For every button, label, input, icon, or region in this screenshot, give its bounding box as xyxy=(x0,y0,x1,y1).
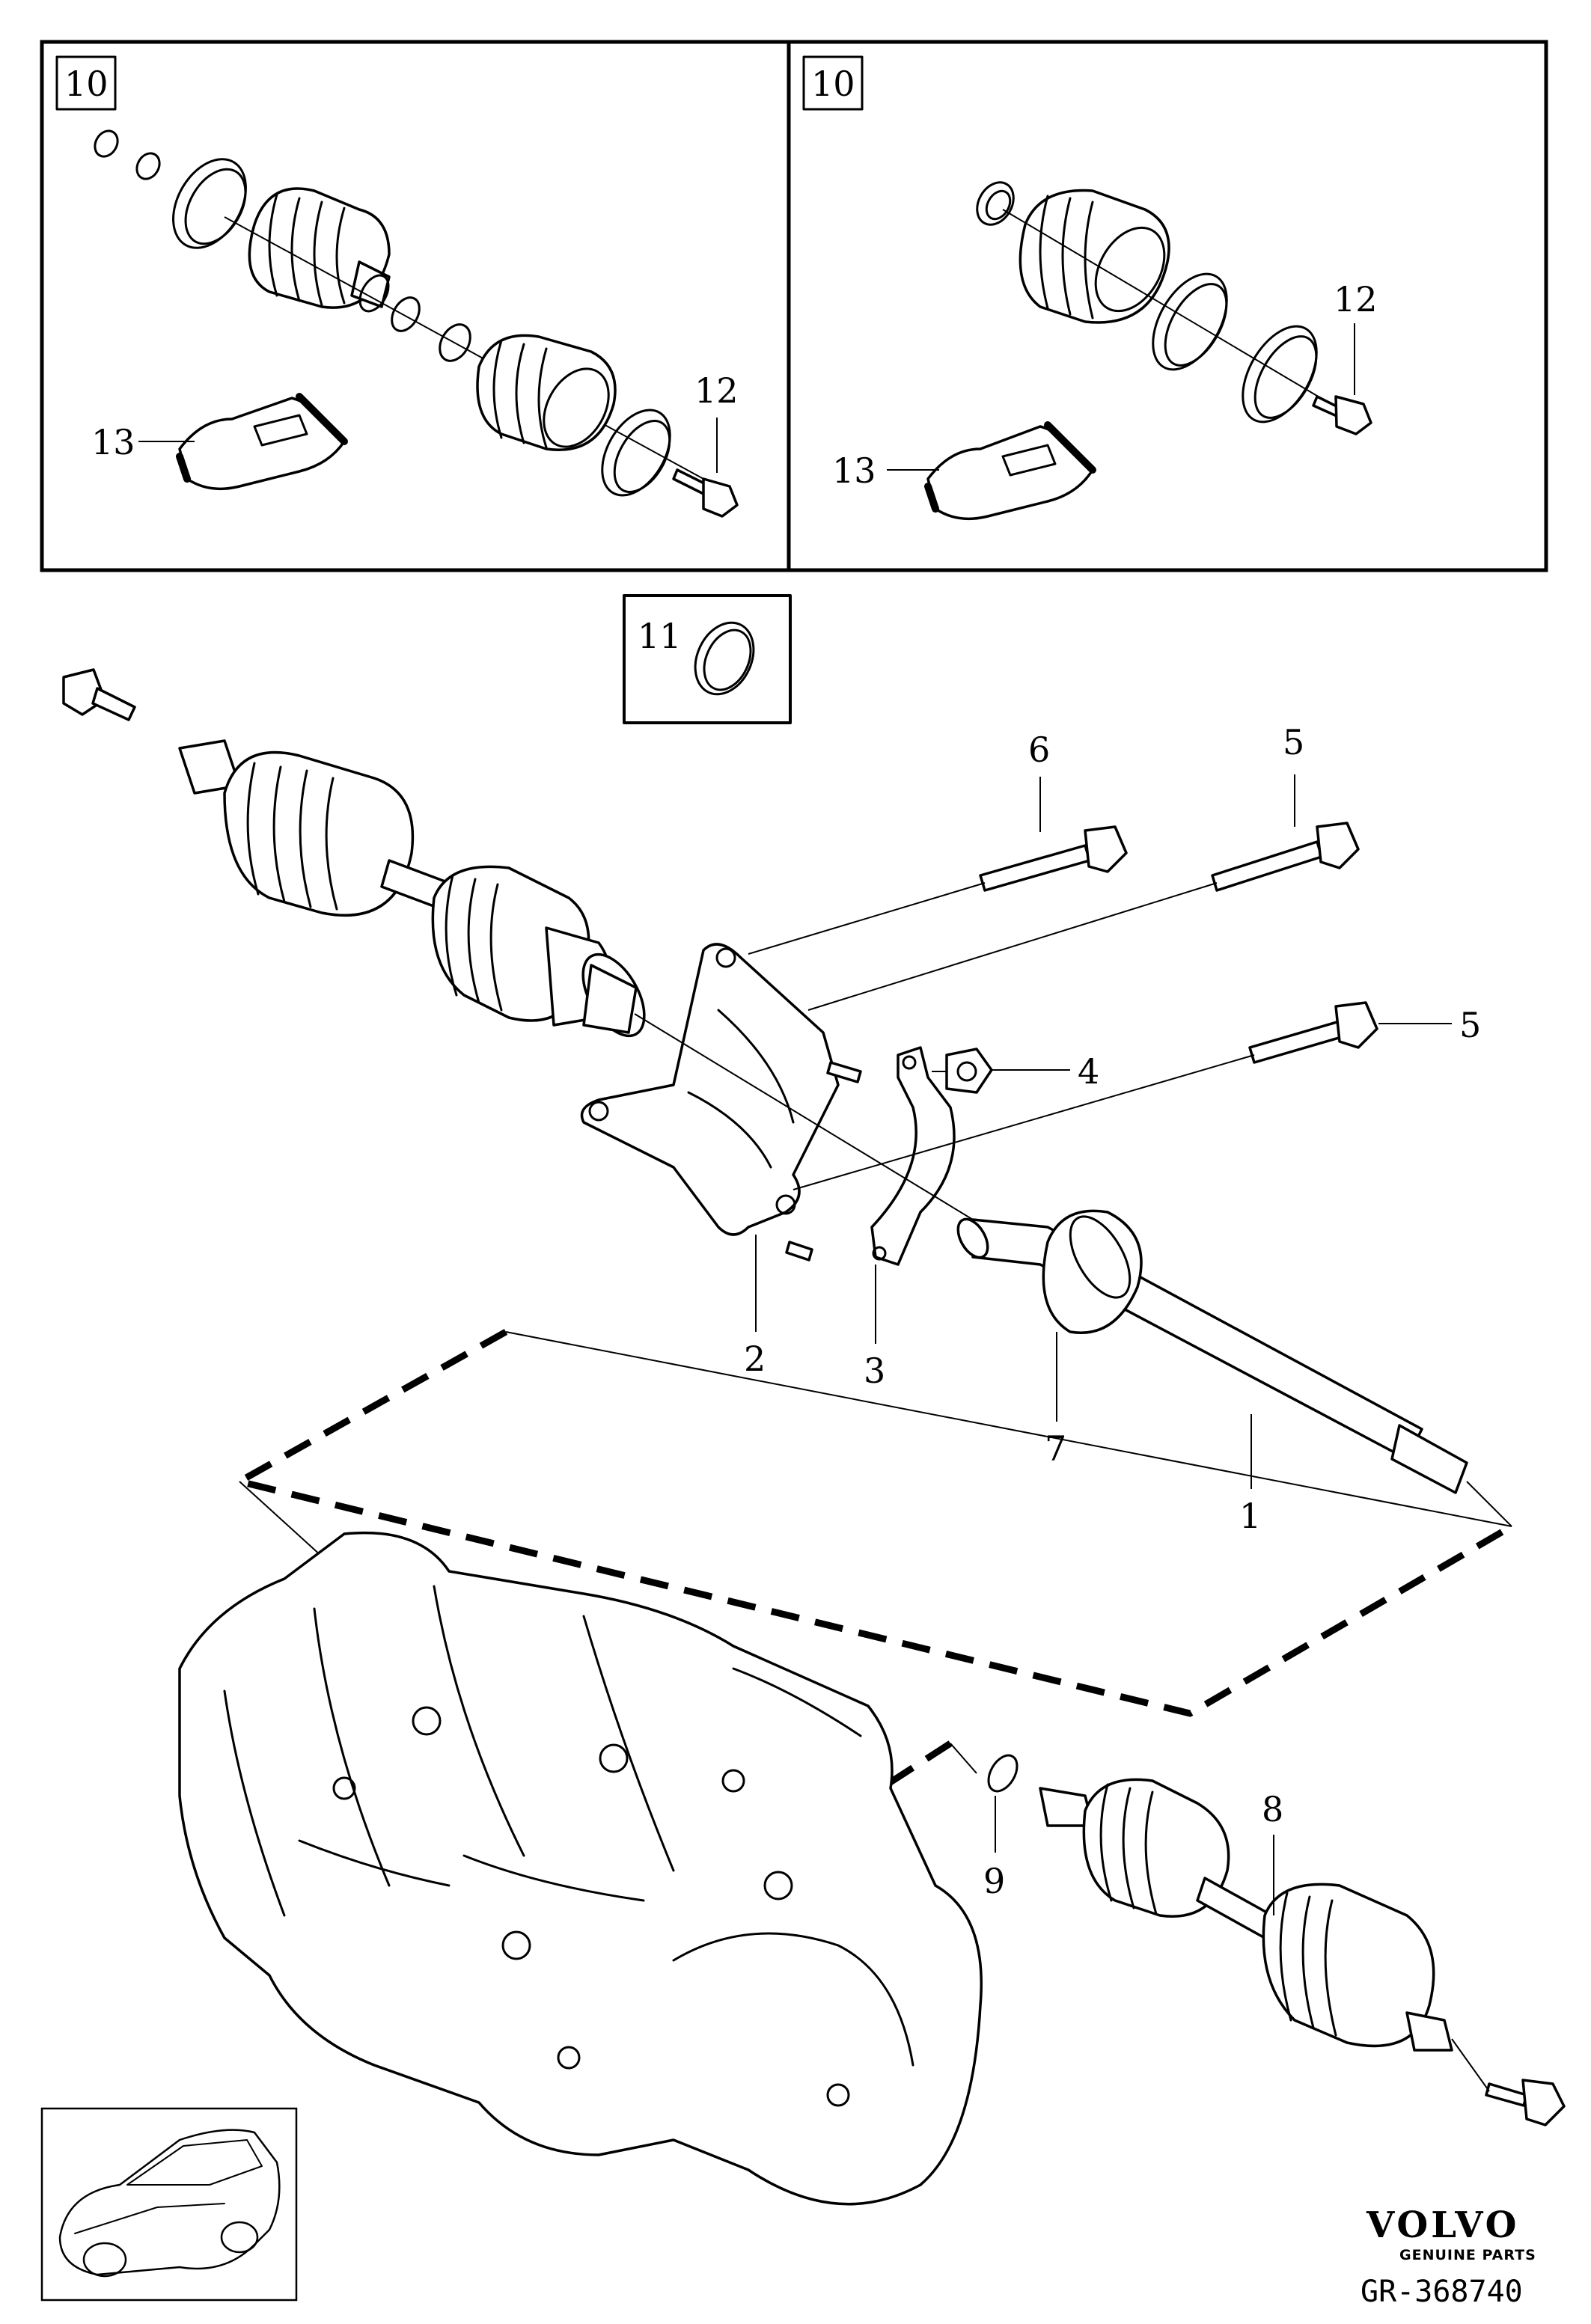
kit-panel-right: 10 12 13 xyxy=(787,40,1548,572)
reference-code: GR-368740 xyxy=(1361,2275,1523,2309)
callout-4[interactable]: 4 xyxy=(1078,1051,1099,1092)
cv-boot-inner-icon xyxy=(476,334,617,451)
logo-brand: VOLVO xyxy=(1366,2204,1519,2246)
bolt-part-5-upper xyxy=(1211,822,1360,892)
clamp-rings-icon xyxy=(1152,272,1318,423)
clamp-ring-2-icon xyxy=(601,409,671,497)
callout-1[interactable]: 1 xyxy=(1239,1496,1261,1536)
callout-5-lower[interactable]: 5 xyxy=(1459,1005,1481,1045)
callout-5-upper[interactable]: 5 xyxy=(1283,722,1304,762)
callout-12-right[interactable]: 12 xyxy=(1334,279,1378,319)
transmission-housing xyxy=(178,1531,983,2206)
callout-10-left[interactable]: 10 xyxy=(64,64,109,104)
callout-9[interactable]: 9 xyxy=(983,1861,1005,1901)
bolt-part-5-lower xyxy=(1248,1001,1378,1064)
drive-shaft-outer-assembly xyxy=(62,668,646,1038)
drive-shaft-inner-part-8 xyxy=(987,1754,1566,2126)
cv-boot-outer-icon xyxy=(248,187,391,309)
grease-sachet-right-icon xyxy=(924,421,1096,521)
vehicle-thumbnail[interactable] xyxy=(40,2107,298,2302)
clamp-ring-icon xyxy=(172,158,247,249)
boot-ring-icon xyxy=(976,181,1015,226)
callout-10-right[interactable]: 10 xyxy=(811,64,855,104)
kit-panel-left: 10 xyxy=(40,40,791,572)
bearing-clamp-part-3 xyxy=(870,1046,956,1266)
bolt-icon xyxy=(672,468,739,518)
volvo-genuine-parts-logo: VOLVO GENUINE PARTS xyxy=(1366,2204,1536,2263)
kit-box-11: 11 xyxy=(623,594,792,724)
callout-13-left[interactable]: 13 xyxy=(91,422,135,462)
intermediate-shaft-part-1 xyxy=(956,1217,1468,1494)
o-ring-small-icon xyxy=(94,129,161,180)
logo-tagline: GENUINE PARTS xyxy=(1399,2247,1536,2263)
callout-13-right[interactable]: 13 xyxy=(832,450,876,491)
flange-nut-part-4 xyxy=(932,1048,993,1094)
mounting-guide-dashed xyxy=(230,1329,1514,1829)
cv-boot-icon xyxy=(1019,189,1170,324)
bolt-icon-right xyxy=(1312,395,1372,435)
callout-8[interactable]: 8 xyxy=(1262,1789,1283,1829)
callout-7[interactable]: 7 xyxy=(1045,1428,1066,1469)
callout-11[interactable]: 11 xyxy=(638,616,682,656)
bearing-bracket-part-2 xyxy=(580,943,862,1262)
callout-3[interactable]: 3 xyxy=(864,1351,885,1391)
support-bearing-part-7 xyxy=(1042,1209,1143,1334)
grease-sachet-icon xyxy=(176,393,348,491)
bolt-part-6 xyxy=(979,825,1128,892)
callout-2[interactable]: 2 xyxy=(744,1339,766,1379)
callout-12-left[interactable]: 12 xyxy=(694,370,739,411)
callout-6[interactable]: 6 xyxy=(1028,730,1050,770)
